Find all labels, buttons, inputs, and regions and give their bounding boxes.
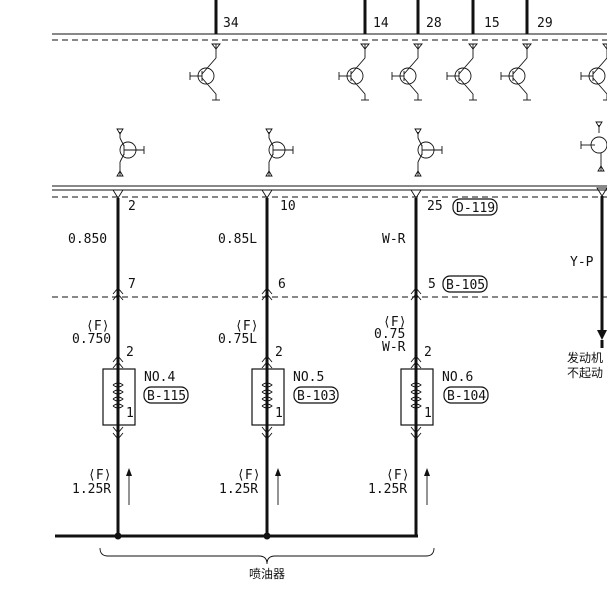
pin-numbers: 2 10 25 7 6 5 2 2 2 1 1 1 [126,199,443,421]
up-arrow-icon [275,468,281,505]
pin-inj6-in: 2 [424,345,432,360]
wire-label-1-upper: 0.850 [68,232,107,247]
pin-label-34: 34 [223,16,239,31]
pin-inj4-in: 2 [126,345,134,360]
transistor-icon [391,43,423,101]
transistor-icon [338,43,370,101]
wire-label-2-low: 1.25R [219,482,258,497]
pin-inj5-out: 1 [275,406,283,421]
ecu-pin-markers [112,187,607,199]
pin-label-14: 14 [373,16,389,31]
wire-label-1-low-tag: ⟨F⟩ [88,468,111,483]
injector-no5: NO.5 B-103 [251,355,339,440]
wire-label-1-mid: 0.750 [72,332,111,347]
injector-driver-transistor-icon [116,128,145,177]
injector-driver-transistor-icon [414,128,443,177]
wire-label-3-low-tag: ⟨F⟩ [386,468,409,483]
wire-label-1-mid-tag: ⟨F⟩ [86,319,109,334]
injector-group-brace [99,547,435,565]
connector-ref-b105: B-105 [442,275,488,293]
wire-labels: 0.850 0.85L W-R Y-P ⟨F⟩ 0.750 ⟨F⟩ 0.75L … [68,232,594,497]
pin-inj4-out: 1 [126,406,134,421]
transistor-icon [580,43,607,101]
injector-no4: NO.4 B-115 [102,355,189,440]
junction-dot-icon [263,532,271,540]
transistor-icon [189,43,221,101]
engine-no-start-note-line-1: 发动机 [567,350,603,365]
injector-no5-label: NO.5 [293,370,324,385]
right-wire-tip [597,330,607,348]
wire-label-3-mid-b: W-R [382,340,406,355]
connector-ref-d119-label: D-119 [456,201,495,216]
current-arrows [126,468,430,505]
wire-label-3-upper: W-R [382,232,406,247]
injector-no6-label: NO.6 [442,370,473,385]
wire-label-2-low-tag: ⟨F⟩ [237,468,260,483]
up-arrow-icon [424,468,430,505]
pin-label-28: 28 [426,16,442,31]
injector-driver-transistor-icon [265,128,294,177]
up-arrow-icon [126,468,132,505]
pin-label-15: 15 [484,16,500,31]
wire-label-3-mid-tag: ⟨F⟩ [383,315,406,330]
pin-c3-mid: 5 [428,277,436,292]
engine-no-start-note: 发动机 不起动 [567,350,603,380]
pin-inj5-in: 2 [275,345,283,360]
pin-c3-top: 25 [427,199,443,214]
injector-no6-ref: B-104 [447,389,486,404]
common-bus [55,532,418,540]
wire-label-1-low: 1.25R [72,482,111,497]
transistor-icon [446,43,478,101]
pin-c1-top: 2 [128,199,136,214]
wire-label-2-mid: 0.75L [218,332,257,347]
injector-feed-wires [116,196,604,536]
top-transistor-row [189,43,607,101]
pin-c1-mid: 7 [128,277,136,292]
coil-icon [112,382,124,409]
pin-c2-mid: 6 [278,277,286,292]
ecu-bottom-rail [52,185,607,198]
pin-c2-top: 10 [280,199,296,214]
intermediate-connector-markers [112,287,422,301]
pin-inj6-out: 1 [424,406,432,421]
wire-label-3-mid-a: 0.75 [374,327,405,342]
connector-ref-d119: D-119 [452,198,498,216]
wire-label-2-mid-tag: ⟨F⟩ [235,319,258,334]
connector-ref-b105-label: B-105 [446,278,485,293]
transistor-icon [500,43,532,101]
injector-no5-ref: B-103 [297,389,336,404]
wire-label-2-upper: 0.85L [218,232,257,247]
coil-icon [261,382,273,409]
engine-no-start-note-line-2: 不起动 [567,366,603,380]
top-pin-labels: 34 14 28 15 29 [223,16,553,31]
ecu-top-rail [52,33,607,41]
injector-no4-label: NO.4 [144,370,175,385]
injector-no6: NO.6 B-104 [400,355,489,440]
wire-label-3-low: 1.25R [368,482,407,497]
coil-icon [410,382,422,409]
junction-dot-icon [114,532,122,540]
top-wire-stubs [214,0,529,34]
injector-group-label: 喷油器 [249,567,285,581]
pin-label-29: 29 [537,16,553,31]
wire-label-right: Y-P [570,255,594,270]
transistor-icon [580,121,607,172]
injector-driver-row [116,121,607,177]
injector-no4-ref: B-115 [147,389,186,404]
